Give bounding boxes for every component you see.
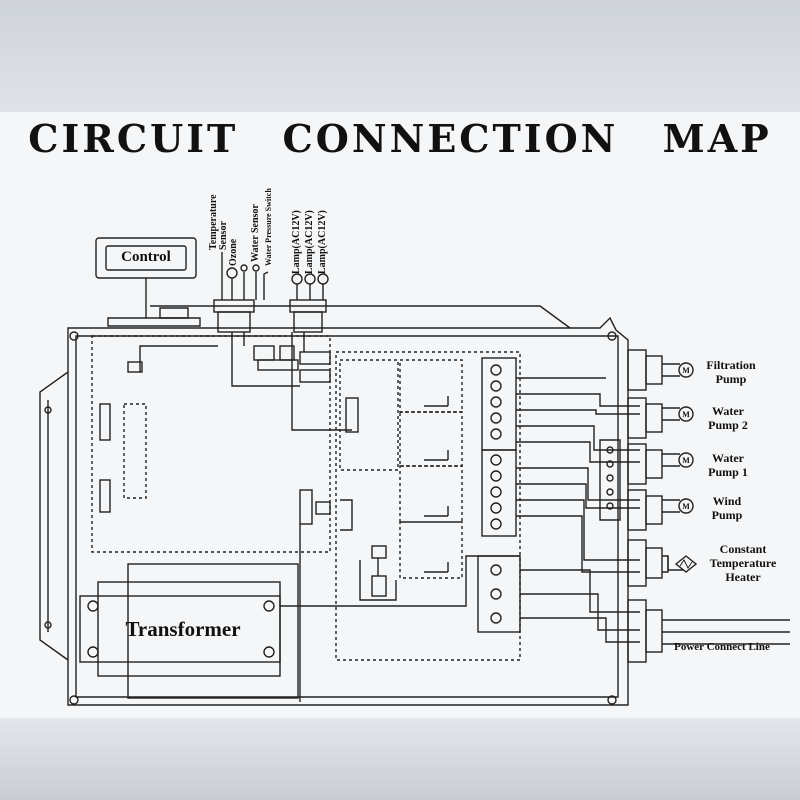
- lamp-2-label: Lamp(AC12V): [304, 210, 315, 274]
- transformer-body: [127, 563, 299, 699]
- water-sensor-label: Water Sensor: [250, 204, 261, 262]
- svg-text:M: M: [682, 366, 690, 375]
- enclosure-lid: [150, 305, 571, 329]
- water-pump-2-motor-icon: [678, 406, 694, 422]
- wind-pump-motor-icon: [678, 498, 694, 514]
- water-pressure-switch-label: Water Pressure Switch: [264, 188, 273, 266]
- filtration-pump-motor-icon: [678, 362, 694, 378]
- background-bottom-edge: [0, 718, 800, 800]
- power-connect-line-label: Power Connect Line: [674, 641, 770, 653]
- ozone-label: Ozone: [228, 238, 239, 266]
- wind-pump-label: Wind Pump: [711, 494, 743, 522]
- control-board-outline: [91, 335, 331, 553]
- terminal-block-top: [481, 357, 517, 451]
- water-pump-1-motor-icon: [678, 452, 694, 468]
- svg-text:M: M: [682, 502, 690, 511]
- transformer-label: Transformer: [125, 617, 241, 641]
- lamp-1-label: Lamp(AC12V): [291, 210, 302, 274]
- svg-text:M: M: [682, 456, 690, 465]
- svg-text:M: M: [682, 410, 690, 419]
- filtration-pump-label: Filtration Pump: [706, 358, 756, 386]
- power-terminal-block: [477, 555, 521, 633]
- diagram-title: CIRCUIT CONNECTION MAP: [28, 116, 772, 161]
- constant-temperature-heater-label: Constant Temperature Heater: [709, 542, 777, 584]
- water-pump-2-label: Water Pump 2: [708, 404, 748, 432]
- enclosure-outline: [67, 316, 629, 706]
- background-top-edge: [0, 0, 800, 112]
- enclosure-left-flange: [39, 371, 69, 661]
- lamp-3-label: Lamp(AC12V): [317, 210, 328, 274]
- control-label: Control: [121, 249, 171, 265]
- water-pump-1-label: Water Pump 1: [708, 451, 748, 479]
- terminal-block-bottom: [481, 449, 517, 537]
- relay-board-outline: [335, 351, 521, 661]
